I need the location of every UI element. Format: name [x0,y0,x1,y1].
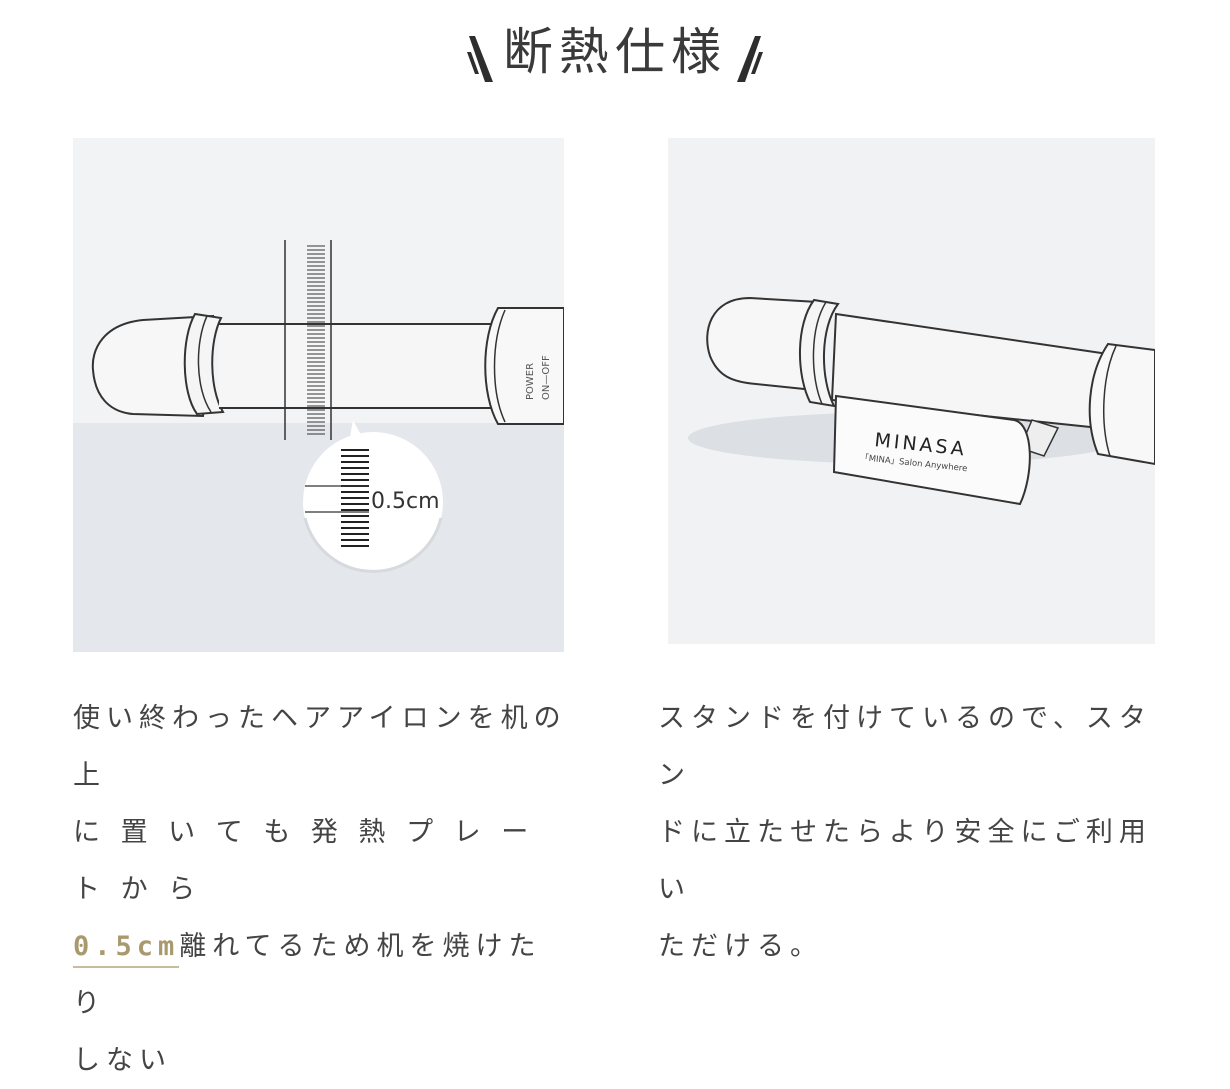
insulation-illustration-right: MINASA 「MINA」Salon Anywhere [668,138,1155,644]
caption-right: スタンドを付けているので、スタン ドに立たせたらより安全にご利用い ただける。 [658,690,1158,975]
power-label: POWER [525,363,536,400]
callout-measurement: 0.5cm [371,489,440,514]
section-title: 断熱仕様 [503,23,727,81]
caption-left-line-1: 使い終わったヘアアイロンを机の上 [73,703,567,791]
caption-left-line-4: しない [73,1045,172,1076]
hair-iron-stand-illustration: MINASA 「MINA」Salon Anywhere [668,138,1155,644]
ruler-ticks [307,245,325,435]
slash-left-icon [467,36,493,82]
slash-right-icon [737,36,763,82]
caption-left-line-2: に 置 い て も 発 熱 プ レ ー ト か ら [73,817,535,905]
caption-right-line-2: ドに立たせたらより安全にご利用い [658,817,1152,905]
section-header: 断熱仕様 [0,12,1230,92]
caption-left-line-3: 0.5cm離れてるため机を焼けたり [73,918,573,1032]
insulation-illustration-left: POWER ON—OFF [73,138,564,652]
caption-right-line-1: スタンドを付けているので、スタン [658,703,1152,791]
on-off-label: ON—OFF [541,355,552,400]
highlight-distance: 0.5cm [73,931,180,968]
magnifier-callout [303,432,443,572]
hair-iron-ruler-illustration: POWER ON—OFF [73,138,564,652]
caption-right-line-3: ただける。 [658,931,823,962]
caption-left: 使い終わったヘアアイロンを机の上 に 置 い て も 発 熱 プ レ ー ト か… [73,690,573,1089]
